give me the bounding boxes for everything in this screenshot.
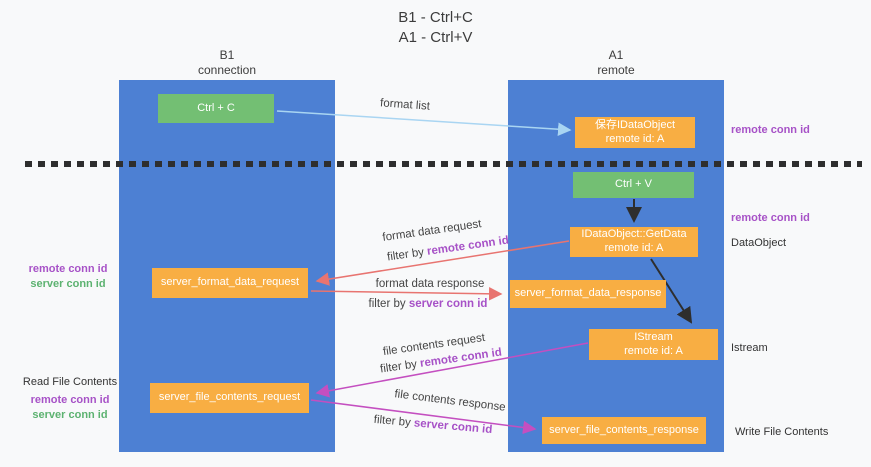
- left-column-subtitle: connection: [197, 63, 257, 77]
- ctrl-v-box: Ctrl + V: [573, 172, 694, 198]
- read-file-contents-label: Read File Contents: [22, 376, 118, 388]
- server-file-contents-request-label: server_file_contents_request: [158, 391, 301, 404]
- getdata-line2: remote id: A: [604, 242, 664, 254]
- save-idataobject-line2: remote id: A: [605, 132, 665, 145]
- server-format-data-response-label: server_format_data_response: [514, 287, 662, 300]
- title-line-1: B1 - Ctrl+C: [398, 9, 473, 26]
- write-file-contents-label: Write File Contents: [735, 426, 829, 438]
- filter-by-server-conn-id-label-1: filter by server conn id: [369, 298, 488, 310]
- server-file-contents-response-box: server_file_contents_response: [542, 417, 706, 444]
- right-remote-conn-id-label-1: remote conn id: [731, 124, 810, 136]
- title-line-2: A1 - Ctrl+V: [398, 29, 473, 47]
- istream-line1: IStream: [634, 330, 673, 343]
- format-data-response-arrow: [310, 287, 503, 301]
- idataobject-getdata-box: IDataObject::GetData remote id: A: [570, 227, 698, 257]
- server-format-data-response-box: server_format_data_response: [510, 280, 666, 308]
- server-conn-id-text: server conn id: [408, 298, 488, 310]
- filter-by-text: filter by: [386, 245, 428, 264]
- server-format-data-request-box: server_format_data_request: [152, 268, 308, 298]
- right-column-name: A1: [608, 48, 624, 62]
- remote-conn-id-text: remote conn id: [426, 234, 510, 258]
- file-contents-response-label: file contents response: [393, 388, 507, 414]
- istream-line2: remote id: A: [624, 344, 683, 357]
- left-remote-conn-id-label: remote conn id: [28, 263, 108, 275]
- left-server-conn-id-label: server conn id: [30, 277, 106, 290]
- filter-by-text: filter by: [373, 413, 415, 430]
- filter-by-server-conn-id-label-2: filter by server conn id: [373, 414, 492, 436]
- left-server-conn-id-label-2: server conn id: [32, 408, 108, 421]
- server-file-contents-request-box: server_file_contents_request: [150, 383, 309, 413]
- save-idataobject-box: 保存IDataObject remote id: A: [575, 117, 695, 148]
- dataobject-label: DataObject: [731, 237, 787, 249]
- ctrl-c-box: Ctrl + C: [158, 94, 274, 123]
- istream-side-label: Istream: [731, 342, 768, 354]
- diagram-title: B1 - Ctrl+C A1 - Ctrl+V: [0, 8, 871, 49]
- right-remote-conn-id-label-2: remote conn id: [731, 212, 810, 224]
- right-column-header: A1 remote: [508, 48, 724, 78]
- server-format-data-request-label: server_format_data_request: [160, 276, 300, 289]
- server-conn-id-text: server conn id: [413, 417, 493, 437]
- save-idataobject-line1: 保存IDataObject: [594, 118, 676, 131]
- istream-box: IStream remote id: A: [589, 329, 718, 360]
- server-file-contents-response-label: server_file_contents_response: [549, 423, 699, 436]
- ctrl-v-label: Ctrl + V: [615, 178, 652, 191]
- ctrl-c-label: Ctrl + C: [197, 101, 235, 114]
- format-data-response-label: format data response: [375, 278, 485, 290]
- left-conn-ids-upper: remote conn id server conn id: [18, 262, 118, 292]
- right-column-subtitle: remote: [597, 63, 635, 77]
- getdata-line1: IDataObject::GetData: [581, 228, 687, 241]
- filter-by-text: filter by: [379, 357, 421, 376]
- left-remote-conn-id-label-2: remote conn id: [30, 393, 110, 406]
- format-list-label: format list: [379, 97, 431, 113]
- left-column-name: B1: [219, 48, 235, 62]
- left-column-header: B1 connection: [119, 48, 335, 78]
- machine-boundary-dashed-line: [25, 161, 862, 167]
- left-read-file-contents-group: Read File Contents remote conn id server…: [18, 375, 122, 423]
- filter-by-text: filter by: [368, 298, 409, 310]
